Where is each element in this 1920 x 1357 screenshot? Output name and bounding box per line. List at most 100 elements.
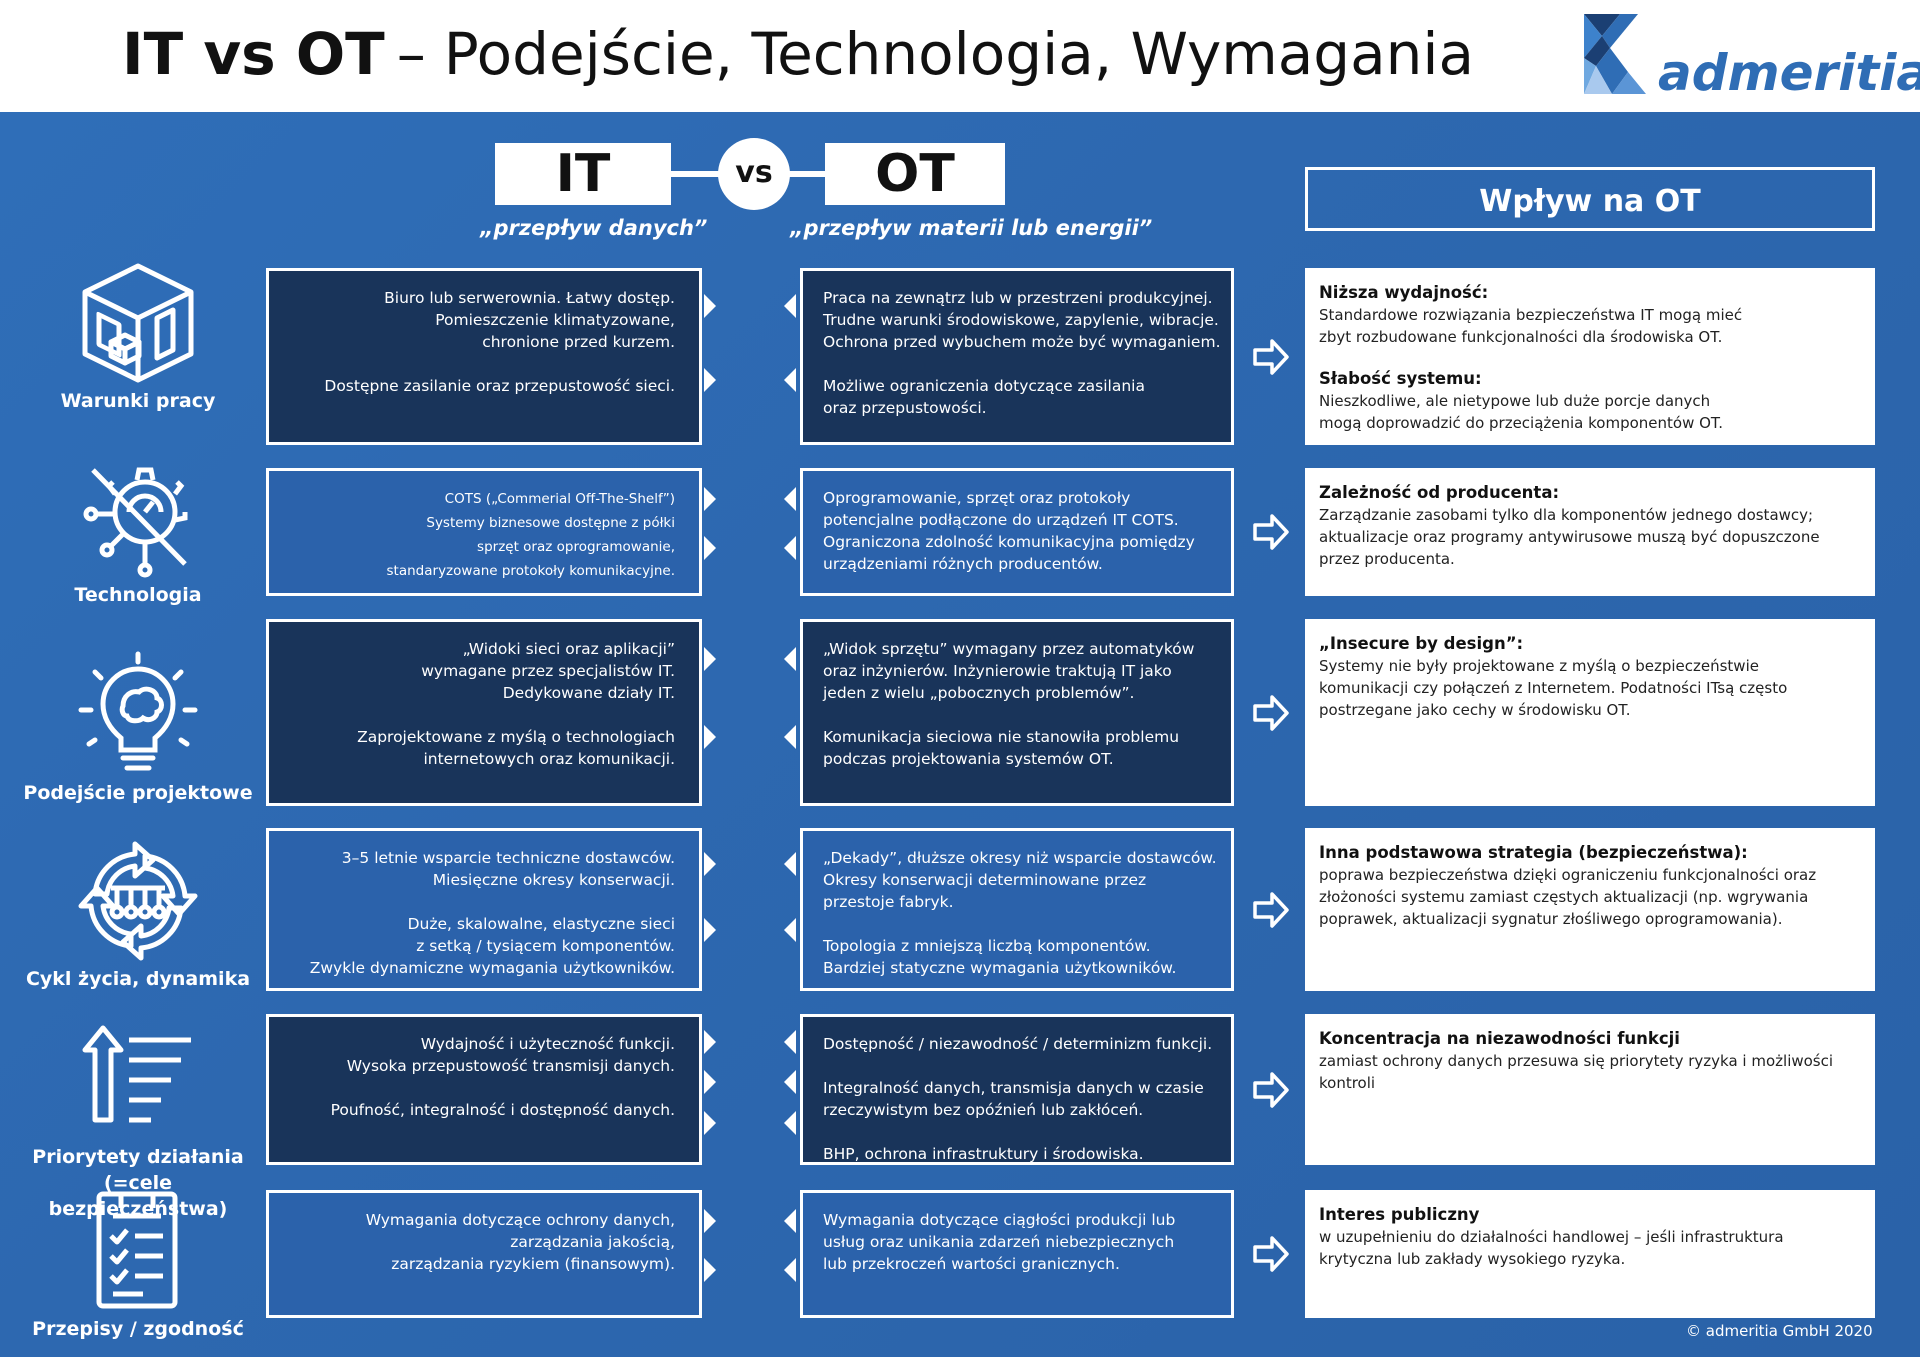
it-cell-0: Biuro lub serwerownia. Łatwy dostęp.Pomi…: [266, 268, 702, 445]
it-text-line: Poufność, integralność i dostępność dany…: [330, 1101, 675, 1119]
it-text-line: internetowych oraz komunikacji.: [423, 750, 675, 768]
chevron-left-icon: [784, 647, 796, 671]
ot-text-line: Bardziej statyczne wymagania użytkownikó…: [823, 959, 1177, 977]
impact-column-header: Wpływ na OT: [1305, 167, 1875, 231]
chevron-left-icon: [784, 1209, 796, 1233]
category-4: Priorytety działania(=cele bezpieczeństw…: [18, 1014, 258, 1222]
chevron-left-icon: [784, 487, 796, 511]
ot-text-line: urządzeniami różnych producentów.: [823, 555, 1103, 573]
ot-cell-3: „Dekady”, dłuższe okresy niż wsparcie do…: [800, 828, 1234, 991]
impact-text-line: zbyt rozbudowane funkcjonalności dla śro…: [1319, 328, 1723, 346]
it-text-line: Biuro lub serwerownia. Łatwy dostęp.: [384, 289, 675, 307]
ot-text-line: oraz przepustowości.: [823, 399, 987, 417]
chevron-left-icon: [784, 1111, 796, 1135]
title-bold: IT vs OT: [122, 20, 385, 88]
ot-text-line: Ograniczona zdolność komunikacyjna pomię…: [823, 533, 1195, 551]
it-text-line: Miesięczne okresy konserwacji.: [432, 871, 675, 889]
chevron-left-icon: [784, 852, 796, 876]
ot-text-line: potencjalne podłączone do urządzeń IT CO…: [823, 511, 1179, 529]
it-text-line: z setką / tysiącem komponentów.: [416, 937, 675, 955]
ot-cell-0: Praca na zewnątrz lub w przestrzeni prod…: [800, 268, 1234, 445]
it-text-line: Wysoka przepustowość transmisji danych.: [346, 1057, 675, 1075]
chevron-left-icon: [784, 536, 796, 560]
category-label: Technologia: [74, 584, 202, 606]
copyright: © admeritia GmbH 2020: [1686, 1322, 1873, 1340]
impact-text-line: kontroli: [1319, 1074, 1376, 1092]
ot-text-line: Komunikacja sieciowa nie stanowiła probl…: [823, 728, 1180, 746]
category-label: Priorytety działania(=cele bezpieczeństw…: [32, 1146, 244, 1220]
category-label: Cykl życia, dynamika: [25, 968, 251, 990]
impact-cell-2: „Insecure by design”:Systemy nie były pr…: [1305, 619, 1875, 806]
ot-column-header: OT: [825, 143, 1005, 205]
impact-heading: Koncentracja na niezawodności funkcji: [1319, 1029, 1680, 1048]
ot-text-line: Możliwe ograniczenia dotyczące zasilania: [823, 377, 1145, 395]
title-dash: –: [396, 20, 426, 88]
impact-text-line: przez producenta.: [1319, 550, 1455, 568]
title-rest: Podejście, Technologia, Wymagania: [443, 20, 1475, 88]
chevron-right-icon: [704, 1111, 716, 1135]
room-icon: [73, 258, 203, 388]
impact-text-line: Standardowe rozwiązania bezpieczeństwa I…: [1319, 306, 1743, 324]
it-text-line: sprzęt oraz oprogramowanie,: [477, 539, 675, 555]
ot-text-line: Wymagania dotyczące ciągłości produkcji …: [823, 1211, 1176, 1229]
it-text-line: Systemy biznesowe dostępne z półki: [426, 515, 675, 531]
ot-subtitle: „przepływ materii lub energii”: [790, 216, 1153, 240]
priority-arrow-icon: [73, 1014, 203, 1144]
chevron-right-icon: [704, 918, 716, 942]
it-text-line: chronione przed kurzem.: [482, 333, 675, 351]
ot-text-line: BHP, ochrona infrastruktury i środowiska…: [823, 1145, 1144, 1163]
chevron-right-icon: [704, 294, 716, 318]
ot-text-line: lub przekroczeń wartości granicznych.: [823, 1255, 1120, 1273]
ot-text-line: Trudne warunki środowiskowe, zapylenie, …: [823, 311, 1219, 329]
chevron-left-icon: [784, 368, 796, 392]
impact-heading: Inna podstawowa strategia (bezpieczeństw…: [1319, 843, 1748, 862]
chevron-right-icon: [704, 1209, 716, 1233]
it-cell-4: Wydajność i użyteczność funkcji. Wysoka p…: [266, 1014, 702, 1165]
it-text-line: wymagane przez specjalistów IT.: [421, 662, 675, 680]
it-text-line: 3–5 letnie wsparcie techniczne dostawców…: [341, 849, 675, 867]
arrow-right-icon: [1252, 1235, 1290, 1273]
category-label: Warunki pracy: [60, 390, 216, 412]
impact-text-line: aktualizacje oraz programy antywirusowe …: [1319, 528, 1820, 546]
ot-text-line: Topologia z mniejszą liczbą komponentów.: [823, 937, 1151, 955]
impact-text-line: poprawa bezpieczeństwa dzięki ograniczen…: [1319, 866, 1817, 884]
chevron-left-icon: [784, 918, 796, 942]
it-column-header: IT: [495, 143, 671, 205]
chevron-right-icon: [704, 536, 716, 560]
ot-cell-5: Wymagania dotyczące ciągłości produkcji …: [800, 1190, 1234, 1318]
category-3: Cykl życia, dynamika: [18, 836, 258, 992]
arrow-right-icon: [1252, 513, 1290, 551]
impact-text-line: komunikacji czy połączeń z Internetem. P…: [1319, 679, 1788, 697]
it-text-line: Zwykle dynamiczne wymagania użytkowników…: [309, 959, 675, 977]
it-text-line: „Widoki sieci oraz aplikacji”: [462, 640, 675, 658]
checklist-icon: [73, 1186, 203, 1316]
impact-text-line: mogą doprowadzić do przeciążenia kompone…: [1319, 414, 1724, 432]
ot-text-line: Dostępność / niezawodność / determinizm …: [823, 1035, 1213, 1053]
chevron-right-icon: [704, 1258, 716, 1282]
admeritia-logo-icon: [1584, 14, 1646, 94]
it-text-line: Wydajność i użyteczność funkcji.: [420, 1035, 675, 1053]
ot-text-line: przestoje fabryk.: [823, 893, 954, 911]
arrow-right-icon: [1252, 1071, 1290, 1109]
it-cell-3: 3–5 letnie wsparcie techniczne dostawców…: [266, 828, 702, 991]
impact-text-line: Zarządzanie zasobami tylko dla komponent…: [1319, 506, 1814, 524]
impact-text-line: Systemy nie były projektowane z myślą o …: [1319, 657, 1759, 675]
category-1: Technologia: [18, 452, 258, 608]
chevron-left-icon: [784, 294, 796, 318]
ot-text-line: Integralność danych, transmisja danych w…: [823, 1079, 1204, 1097]
header: IT vs OT–Podejście, Technologia, Wymagan…: [0, 0, 1920, 112]
ot-text-line: Oprogramowanie, sprzęt oraz protokoły: [823, 489, 1131, 507]
impact-heading: Zależność od producenta:: [1319, 483, 1560, 502]
ot-text-line: „Widok sprzętu” wymagany przez automatyk…: [823, 640, 1195, 658]
impact-heading: Niższa wydajność:: [1319, 283, 1489, 302]
impact-text-line: zamiast ochrony danych przesuwa się prio…: [1319, 1052, 1834, 1070]
impact-cell-1: Zależność od producenta: Zarządzanie zaso…: [1305, 468, 1875, 596]
ot-text-line: rzeczywistym bez opóźnień lub zakłóceń.: [823, 1101, 1144, 1119]
it-subtitle: „przepływ danych”: [480, 216, 708, 240]
chevron-right-icon: [704, 368, 716, 392]
lifecycle-icon: [73, 836, 203, 966]
category-5: Przepisy / zgodność: [18, 1186, 258, 1342]
chevron-left-icon: [784, 1030, 796, 1054]
it-cell-2: „Widoki sieci oraz aplikacji” wymagane pr…: [266, 619, 702, 806]
